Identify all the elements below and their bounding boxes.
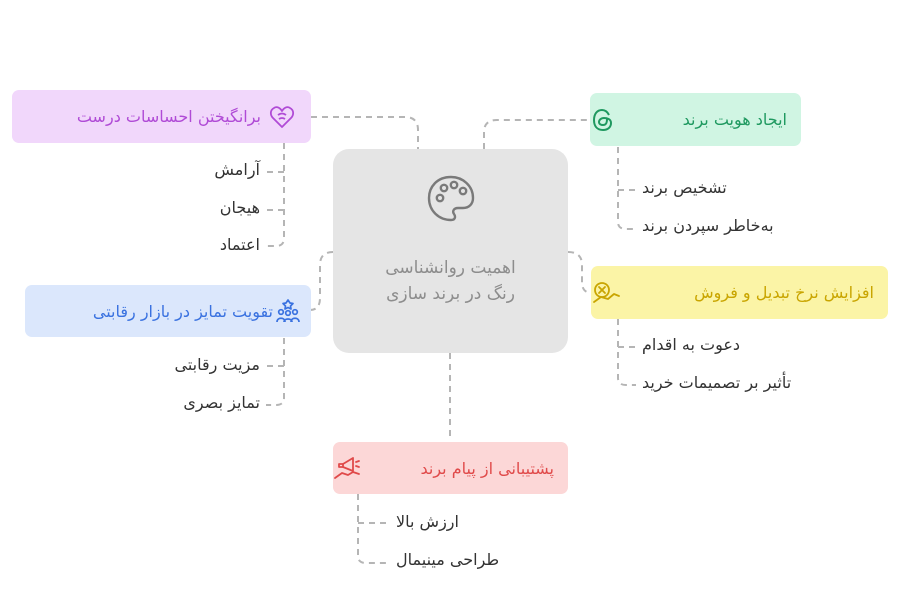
topic-competition: تقویت تمایز در بازار رقابتی — [25, 285, 311, 337]
sub-item-high-value: ارزش بالا — [396, 512, 459, 531]
money-hand-icon — [593, 281, 620, 303]
heart-brain-icon — [269, 105, 295, 128]
topic-identity-label: ایجاد هویت برند — [682, 110, 787, 129]
sub-item-purchase-decisions: تأثیر بر تصمیمات خرید — [642, 373, 792, 392]
central-topic-label: اهمیت روانشناسی رنگ در برند سازی — [333, 255, 568, 307]
topic-conversion: افزایش نرخ تبدیل و فروش — [591, 266, 888, 319]
sub-item-minimal-design: طراحی مینیمال — [396, 550, 500, 569]
topic-emotions-label: برانگیختن احساسات درست — [76, 107, 261, 126]
sub-item-brand-recognition: تشخیص برند — [642, 178, 727, 197]
sub-item-call-to-action: دعوت به اقدام — [642, 335, 741, 354]
megaphone-hand-icon — [334, 457, 360, 479]
sub-item-calm: آرامش — [214, 160, 260, 179]
podium-people-icon — [276, 299, 300, 323]
topic-emotions: برانگیختن احساسات درست — [12, 90, 311, 143]
central-line-2: رنگ در برند سازی — [386, 284, 515, 304]
palette-icon — [427, 175, 475, 222]
topic-message-label: پشتیبانی از پیام برند — [420, 458, 555, 478]
sub-item-visual-distinction: تمایز بصری — [183, 393, 260, 412]
topic-identity: ایجاد هویت برند — [590, 93, 801, 146]
sub-item-competitive-advantage: مزیت رقابتی — [174, 355, 260, 374]
central-line-1: اهمیت روانشناسی — [385, 258, 516, 278]
sub-item-trust: اعتماد — [219, 235, 260, 254]
topic-competition-label: تقویت تمایز در بازار رقابتی — [92, 301, 273, 321]
threads-at-icon — [592, 108, 613, 131]
sub-item-brand-recall: به‌خاطر سپردن برند — [642, 216, 774, 235]
sub-item-excitement: هیجان — [219, 198, 260, 217]
topic-conversion-label: افزایش نرخ تبدیل و فروش — [694, 283, 874, 302]
central-topic: اهمیت روانشناسی رنگ در برند سازی — [333, 149, 568, 353]
topic-message: پشتیبانی از پیام برند — [333, 442, 568, 494]
